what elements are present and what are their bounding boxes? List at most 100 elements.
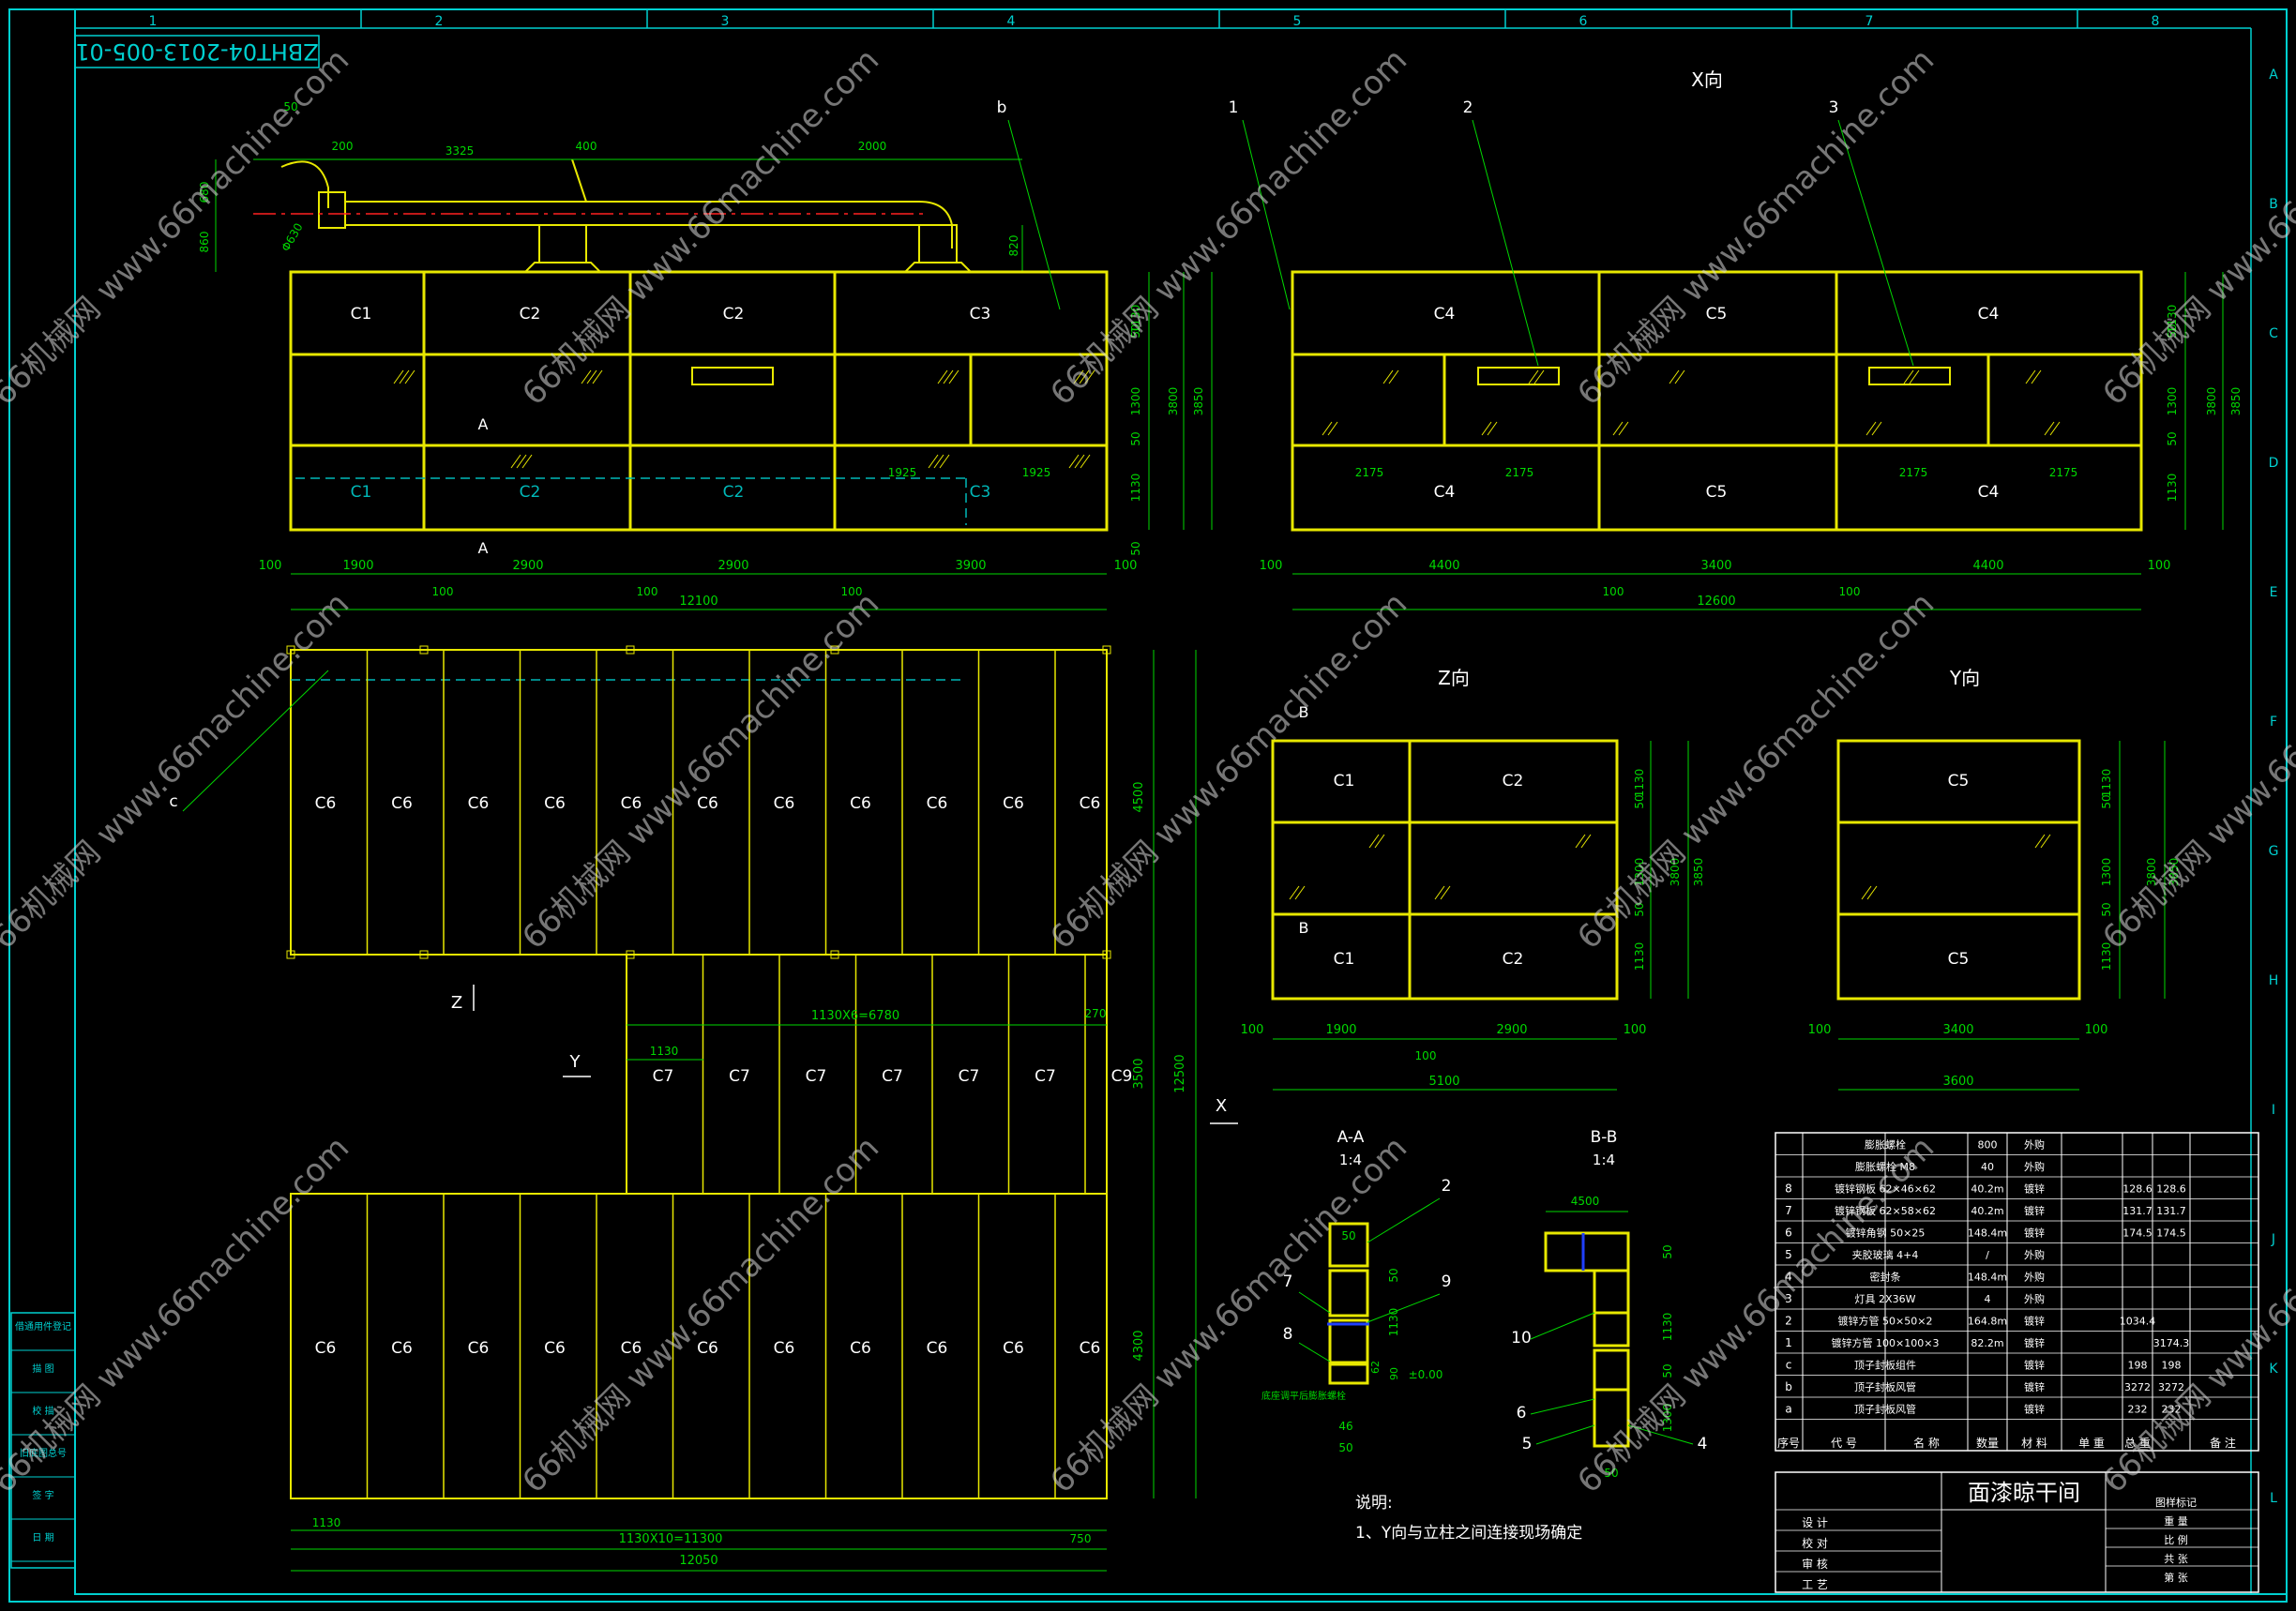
bom-cell: 顶子封板组件 — [1854, 1359, 1916, 1372]
duct-dim: Φ630 — [279, 220, 305, 253]
border-row-label: A — [2269, 68, 2278, 83]
frame-right — [1291, 270, 2143, 532]
x-view-title: X向 — [1691, 68, 1723, 91]
border-zone-ticks — [75, 9, 2252, 1594]
bom-cell: 174.5 — [2156, 1227, 2186, 1240]
dim-label: ±0.00 — [1409, 1368, 1443, 1381]
duct-dim: 2000 — [858, 140, 887, 153]
z-frame — [1271, 739, 1619, 1001]
dim-label: 3850 — [2168, 858, 2181, 887]
watermark-text: 66机械网 www.66machine.com — [2095, 41, 2296, 413]
watermark-text: 66机械网 www.66machine.com — [1570, 585, 1941, 956]
bom-cell: 5 — [1785, 1248, 1792, 1261]
dim-label: 5100 — [1428, 1075, 1459, 1089]
watermark-text: 66机械网 www.66machine.com — [0, 1129, 356, 1500]
bom-cell: 232 — [2162, 1404, 2182, 1416]
dim-label: 3850 — [1192, 387, 1205, 416]
dim-label: 1300 — [1661, 1404, 1674, 1433]
watermark-text: 66机械网 www.66machine.com — [1043, 585, 1414, 956]
dim-label: 1130 — [1633, 769, 1646, 798]
plan-cell: C6 — [1080, 1339, 1101, 1358]
dim-label: 1130 — [2100, 769, 2113, 798]
bom-header: 单 重 — [2078, 1437, 2105, 1450]
border-row-label: D — [2269, 456, 2279, 471]
bom-header: 备 注 — [2210, 1436, 2236, 1450]
duct-dim: 3325 — [446, 144, 475, 158]
dim-label: 50 — [1341, 1229, 1355, 1242]
drawing-number-box: ZBHT04-2013-005-01 — [74, 35, 320, 68]
callout-label: 7 — [1283, 1272, 1293, 1291]
dim-label: 3400 — [1942, 1023, 1973, 1037]
bom-cell: 3 — [1785, 1292, 1792, 1305]
dim-label: 1130 — [2100, 942, 2113, 971]
dim-label: 1925 — [1022, 466, 1051, 479]
bom-cell: 3272 — [2158, 1381, 2184, 1393]
dim-label: 50 — [1604, 1467, 1618, 1480]
bom-cell: 148.4m — [1968, 1227, 2007, 1240]
dim-label: 100 — [1260, 559, 1283, 573]
plan-cell: C6 — [315, 1339, 337, 1358]
callout-label: b — [997, 98, 1007, 117]
drawing-title: 面漆晾干间 — [1968, 1480, 2080, 1506]
dim-label: 100 — [1624, 1023, 1647, 1037]
bom-cell: 镀锌钢板 62×46×62 — [1835, 1182, 1936, 1196]
border-row-label: H — [2269, 973, 2279, 988]
bom-cell: 232 — [2128, 1404, 2148, 1416]
bom-cell: 4 — [1985, 1293, 1991, 1305]
dim-label: 46 — [1338, 1420, 1352, 1433]
dim-label: 90 — [1388, 1367, 1400, 1380]
dim-label: 50 — [1661, 1244, 1674, 1258]
plan-cell: C6 — [697, 1339, 718, 1358]
panel-label: C1 — [1334, 772, 1355, 790]
panel-label: C2 — [1503, 772, 1524, 790]
dim-label: 3800 — [1669, 858, 1682, 887]
border-column-label: 3 — [721, 14, 730, 29]
y-view-title: Y向 — [1949, 667, 1980, 689]
bom-cell: 3272 — [2124, 1381, 2151, 1393]
panel-label: C1 — [351, 305, 372, 324]
bom-cell: 膨胀螺栓 M8 — [1855, 1160, 1915, 1173]
bom-cell: 40.2m — [1971, 1183, 2003, 1196]
plan-cell: C7 — [882, 1067, 903, 1086]
panel-label: C4 — [1434, 305, 1456, 324]
plan-cell: C6 — [774, 794, 795, 813]
panel-label: C2 — [520, 305, 541, 324]
bom-cell: 800 — [1978, 1139, 1998, 1152]
notes: 说明: 1、Y向与立柱之间连接现场确定 — [1355, 1494, 1582, 1543]
sign-row-label: 校 对 — [1802, 1536, 1828, 1550]
callout-label: 3 — [1829, 98, 1839, 117]
dim-label: 12100 — [679, 595, 718, 609]
callout-label: 2 — [1463, 98, 1473, 117]
callout-label: 6 — [1517, 1404, 1527, 1423]
watermark-text: 66机械网 www.66machine.com — [1043, 41, 1414, 413]
drawing-number: ZBHT04-2013-005-01 — [75, 38, 319, 65]
panel-label: C1 — [1334, 950, 1355, 969]
bom-cell: 镀锌 — [2024, 1227, 2045, 1240]
panel-label: C5 — [1948, 950, 1970, 969]
dim-label: 1130 — [2166, 305, 2179, 334]
plan-cell: C6 — [468, 1339, 490, 1358]
dim-label: 2900 — [718, 559, 748, 573]
dim-label: 2900 — [1496, 1023, 1527, 1037]
plan-cell: C6 — [850, 794, 871, 813]
bom-cell: 8 — [1785, 1182, 1792, 1196]
border-column-label: 6 — [1579, 14, 1588, 29]
panel-label: C3 — [970, 305, 991, 324]
bom-cell: 198 — [2128, 1360, 2148, 1372]
dim-label: 12500 — [1173, 1054, 1187, 1092]
dim-label: 3900 — [955, 559, 986, 573]
duct-dim: 680 — [198, 182, 211, 203]
left-strip-label: 借通用件登记 — [15, 1320, 71, 1332]
bom-header: 名 称 — [1913, 1436, 1940, 1450]
view-arrow: Z — [451, 993, 462, 1013]
dim-label: 4400 — [1972, 559, 2003, 573]
bom-cell: 外购 — [2024, 1292, 2045, 1305]
